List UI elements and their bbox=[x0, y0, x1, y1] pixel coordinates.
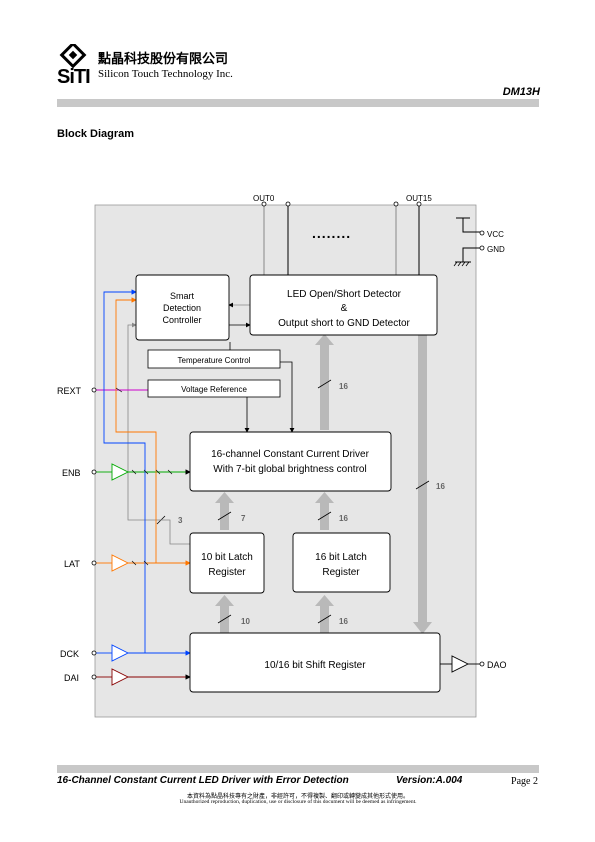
dao-label: DAO bbox=[487, 660, 507, 670]
out15b-pin-icon bbox=[416, 201, 422, 207]
enb-buffer-icon bbox=[111, 463, 130, 481]
out15-label: OUT15 bbox=[406, 194, 432, 203]
dck-pin-icon bbox=[91, 650, 97, 656]
driver-label-1: 16-channel Constant Current Driver bbox=[211, 449, 370, 460]
latch10-label-2: Register bbox=[208, 567, 246, 578]
vcc-label: VCC bbox=[487, 230, 504, 239]
dck-label: DCK bbox=[60, 649, 79, 659]
dck-buffer-icon bbox=[111, 644, 130, 662]
current-driver-block bbox=[189, 431, 392, 492]
company-name-cn: 點晶科技股份有限公司 bbox=[98, 51, 229, 66]
lat-buffer-icon bbox=[111, 554, 130, 572]
rext-pin-icon bbox=[91, 387, 97, 393]
led-label-2: & bbox=[341, 303, 348, 314]
smart-label-3: Controller bbox=[162, 315, 201, 325]
latch16-block bbox=[292, 532, 391, 593]
siti-emblem-icon bbox=[59, 41, 87, 69]
vcc-pin-icon bbox=[479, 230, 485, 236]
shift-register-label: 10/16 bit Shift Register bbox=[264, 660, 366, 671]
latch16-label-2: Register bbox=[322, 567, 360, 578]
dao-buffer-icon bbox=[451, 655, 470, 673]
gnd-pin-icon bbox=[479, 245, 485, 251]
footer-page-number: Page 2 bbox=[511, 776, 538, 787]
dao-pin-icon bbox=[479, 661, 485, 667]
temperature-control-block bbox=[147, 349, 281, 369]
document-code: DM13H bbox=[502, 86, 540, 98]
enb-pin-icon bbox=[91, 469, 97, 475]
dai-pin-icon bbox=[91, 674, 97, 680]
company-logo: SiTI 點晶科技股份有限公司 Silicon Touch Technology… bbox=[57, 41, 257, 94]
latch10-label-1: 10 bit Latch bbox=[201, 552, 253, 563]
lat-pin-icon bbox=[91, 560, 97, 566]
smart-label-1: Smart bbox=[170, 291, 195, 301]
out0-label: OUT0 bbox=[253, 194, 275, 203]
shift-register-block bbox=[189, 632, 441, 693]
led-detector-block bbox=[249, 274, 438, 336]
gnd-label: GND bbox=[487, 245, 505, 254]
footer-notice-en: Unauthorized reproduction, duplication, … bbox=[179, 799, 417, 805]
driver-label-2: With 7-bit global brightness control bbox=[213, 464, 366, 475]
bus-width-led: 16 bbox=[339, 382, 348, 391]
latch16-label-1: 16 bit Latch bbox=[315, 552, 367, 563]
enb-label: ENB bbox=[62, 468, 81, 478]
smart-label-2: Detection bbox=[163, 303, 201, 313]
voltage-reference-block bbox=[147, 379, 281, 398]
led-label-3: Output short to GND Detector bbox=[278, 318, 410, 329]
bus-width-side: 3 bbox=[178, 516, 183, 525]
output-ellipsis: ........ bbox=[312, 225, 351, 241]
header-divider bbox=[57, 99, 539, 107]
dai-label: DAI bbox=[64, 673, 79, 683]
footer-divider bbox=[57, 765, 539, 773]
out0b-pin-icon bbox=[285, 201, 291, 207]
rext-label: REXT bbox=[57, 386, 82, 396]
section-title: Block Diagram bbox=[57, 128, 135, 140]
out15-pin-icon bbox=[393, 201, 399, 207]
footer-title: 16-Channel Constant Current LED Driver w… bbox=[57, 775, 349, 786]
company-name-en: Silicon Touch Technology Inc. bbox=[98, 68, 233, 80]
smart-detection-block bbox=[135, 274, 230, 341]
voltage-reference-label: Voltage Reference bbox=[181, 385, 247, 394]
dai-buffer-icon bbox=[111, 668, 130, 686]
bus-width-latch16-driver: 16 bbox=[339, 514, 348, 523]
bus-width-latch10-driver: 7 bbox=[241, 514, 246, 523]
led-label-1: LED Open/Short Detector bbox=[287, 289, 402, 300]
footer-notice-cn: 本資料為點晶科技專有之財產，非經許可，不得複製、翻印或轉變成其他形式使用。 bbox=[186, 794, 409, 800]
logo-text: SiTI bbox=[57, 66, 91, 88]
bus-width-shift-latch16: 16 bbox=[339, 617, 348, 626]
footer-version: Version:A.004 bbox=[396, 775, 463, 786]
bus-width-shift-latch10: 10 bbox=[241, 617, 250, 626]
lat-label: LAT bbox=[64, 559, 80, 569]
bus-width-right: 16 bbox=[436, 482, 445, 491]
out0-pin-icon bbox=[261, 201, 267, 207]
temperature-label: Temperature Control bbox=[178, 356, 251, 365]
latch10-block bbox=[189, 532, 265, 594]
